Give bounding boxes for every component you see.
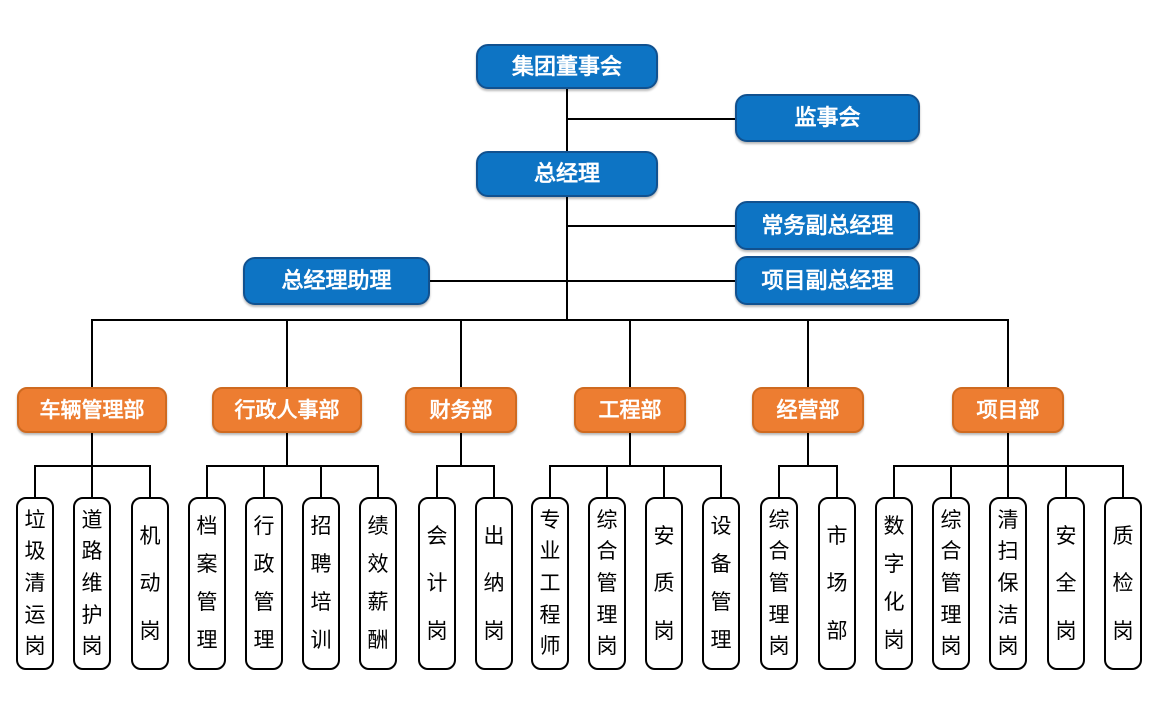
position-label: 出纳岗: [483, 524, 505, 643]
position-label: 垃圾清运岗: [24, 508, 46, 659]
connector-line: [807, 319, 809, 388]
position-label: 行政管理: [253, 515, 275, 652]
position-node: 会计岗: [418, 497, 456, 670]
connector-line: [549, 465, 551, 498]
position-label: 数字化岗: [883, 515, 905, 652]
position-node: 专业工程师: [531, 497, 569, 670]
connector-line: [566, 197, 568, 321]
connector-line: [460, 319, 462, 388]
connector-line: [836, 465, 838, 498]
connector-line: [436, 465, 438, 498]
position-label: 综合管理岗: [768, 508, 790, 659]
position-node: 档案管理: [188, 497, 226, 670]
position-label: 档案管理: [196, 515, 218, 652]
connector-line: [91, 465, 93, 498]
connector-line: [1007, 319, 1009, 388]
connector-line: [91, 319, 1009, 321]
connector-line: [567, 225, 735, 227]
connector-line: [950, 465, 952, 498]
connector-line: [34, 465, 36, 498]
connector-line: [629, 319, 631, 388]
connector-line: [149, 465, 151, 498]
dept-operations: 经营部: [752, 387, 864, 433]
position-node: 出纳岗: [475, 497, 513, 670]
dept-finance: 财务部: [405, 387, 517, 433]
connector-line: [286, 319, 288, 388]
position-node: 安质岗: [645, 497, 683, 670]
position-node: 质检岗: [1104, 497, 1142, 670]
node-gm-assistant: 总经理助理: [243, 257, 430, 305]
position-label: 机动岗: [139, 524, 161, 643]
position-node: 综合管理岗: [760, 497, 798, 670]
connector-line: [430, 280, 735, 282]
connector-line: [1122, 465, 1124, 498]
connector-line: [807, 433, 809, 466]
position-node: 综合管理岗: [932, 497, 970, 670]
connector-line: [91, 319, 93, 388]
position-label: 会计岗: [426, 524, 448, 643]
node-project-deputy-gm: 项目副总经理: [735, 256, 920, 305]
connector-line: [436, 465, 495, 467]
position-node: 绩效薪酬: [359, 497, 397, 670]
connector-line: [629, 433, 631, 466]
connector-line: [549, 465, 722, 467]
position-label: 设备管理: [710, 515, 732, 652]
node-general-manager: 总经理: [476, 151, 658, 197]
position-label: 综合管理岗: [940, 508, 962, 659]
position-label: 综合管理岗: [596, 508, 618, 659]
connector-line: [566, 88, 568, 152]
position-label: 招聘培训: [310, 515, 332, 652]
node-supervisory-board: 监事会: [735, 94, 920, 142]
connector-line: [778, 465, 780, 498]
position-node: 机动岗: [131, 497, 169, 670]
connector-line: [206, 465, 208, 498]
position-label: 安质岗: [653, 524, 675, 643]
connector-line: [663, 465, 665, 498]
connector-line: [493, 465, 495, 498]
position-node: 设备管理: [702, 497, 740, 670]
connector-line: [1007, 465, 1009, 498]
dept-engineering: 工程部: [574, 387, 686, 433]
connector-line: [286, 433, 288, 466]
connector-line: [720, 465, 722, 498]
position-node: 市场部: [818, 497, 856, 670]
dept-admin-hr: 行政人事部: [212, 387, 362, 433]
position-node: 行政管理: [245, 497, 283, 670]
position-label: 市场部: [826, 524, 848, 643]
position-node: 清扫保洁岗: [989, 497, 1027, 670]
position-label: 安全岗: [1055, 524, 1077, 643]
connector-line: [320, 465, 322, 498]
position-label: 清扫保洁岗: [997, 508, 1019, 659]
dept-project: 项目部: [952, 387, 1064, 433]
position-node: 数字化岗: [875, 497, 913, 670]
connector-line: [567, 118, 735, 120]
connector-line: [1007, 433, 1009, 466]
position-label: 质检岗: [1112, 524, 1134, 643]
connector-line: [1065, 465, 1067, 498]
dept-vehicle-management: 车辆管理部: [17, 387, 167, 433]
connector-line: [91, 433, 93, 466]
connector-line: [206, 465, 379, 467]
position-node: 综合管理岗: [588, 497, 626, 670]
node-board-of-directors: 集团董事会: [476, 44, 658, 89]
connector-line: [606, 465, 608, 498]
connector-line: [377, 465, 379, 498]
position-node: 安全岗: [1047, 497, 1085, 670]
position-label: 绩效薪酬: [367, 515, 389, 652]
connector-line: [263, 465, 265, 498]
position-node: 垃圾清运岗: [16, 497, 54, 670]
position-node: 道路维护岗: [73, 497, 111, 670]
position-label: 道路维护岗: [81, 508, 103, 659]
node-executive-deputy-gm: 常务副总经理: [735, 201, 920, 250]
connector-line: [893, 465, 895, 498]
connector-line: [778, 465, 838, 467]
connector-line: [460, 433, 462, 466]
position-node: 招聘培训: [302, 497, 340, 670]
position-label: 专业工程师: [539, 508, 561, 659]
